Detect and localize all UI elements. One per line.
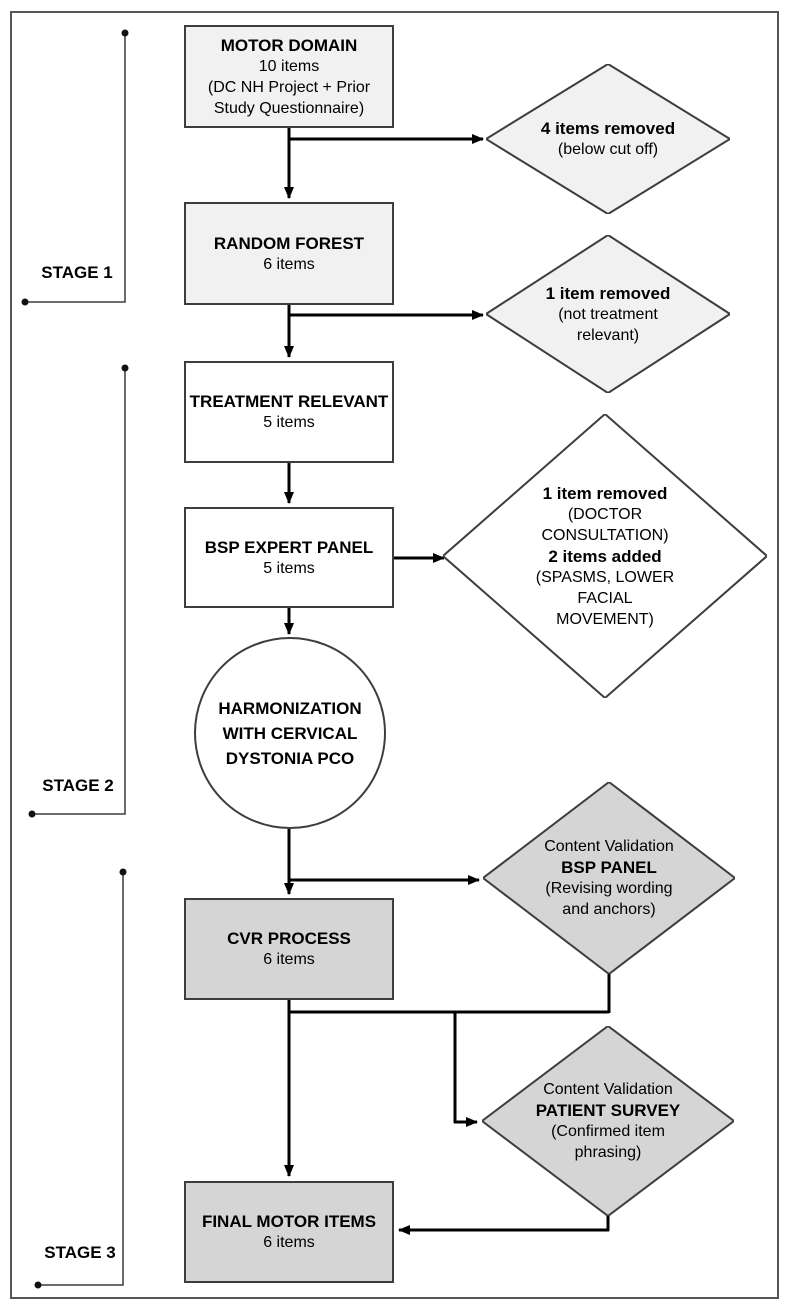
bsp-panel-line1: Content Validation xyxy=(544,838,674,855)
final-motor-items-items: 6 items xyxy=(263,1234,315,1251)
patient-survey-line1: Content Validation xyxy=(543,1081,673,1098)
node-random-forest: RANDOM FOREST 6 items xyxy=(184,202,394,305)
treatment-relevant-items: 5 items xyxy=(263,414,315,431)
motor-domain-items: 10 items xyxy=(258,57,320,75)
diamond-shape xyxy=(482,1026,734,1216)
harmonization-line1: HARMONIZATION xyxy=(218,698,362,718)
final-motor-items-title: FINAL MOTOR ITEMS xyxy=(201,1212,377,1231)
motor-domain-note-line1: (DC NH Project + Prior xyxy=(207,78,371,96)
bsp-expert-panel-title: BSP EXPERT PANEL xyxy=(204,537,374,557)
bsp-panel-title: BSP PANEL xyxy=(561,858,657,877)
diamond-item-removed-not-relevant: 1 item removed (not treatment relevant) xyxy=(486,235,730,393)
patient-survey-title: PATIENT SURVEY xyxy=(535,1101,681,1120)
diamond-items-removed-cutoff: 4 items removed (below cut off) xyxy=(486,64,730,214)
stage-1-label: STAGE 1 xyxy=(41,263,113,282)
stage-2-label: STAGE 2 xyxy=(42,776,114,795)
patient-survey-note-line1: (Confirmed item xyxy=(551,1123,665,1140)
doctor-added-line2: FACIAL xyxy=(577,589,633,607)
stage-brackets xyxy=(25,33,126,1286)
node-harmonization-circle: HARMONIZATION WITH CERVICAL DYSTONIA PCO xyxy=(194,637,386,829)
stage-3-label: STAGE 3 xyxy=(44,1243,116,1262)
diamond-content-validation-patient: Content Validation PATIENT SURVEY (Confi… xyxy=(482,1026,734,1216)
doctor-added-line1: (SPASMS, LOWER xyxy=(535,568,675,586)
cutoff-title: 4 items removed xyxy=(540,119,676,138)
outer-border xyxy=(10,11,779,1299)
diamond-shape xyxy=(486,235,730,393)
doctor-removed-line2: CONSULTATION) xyxy=(541,526,669,544)
bsp-expert-panel-items: 5 items xyxy=(263,559,315,577)
patient-survey-note-line2: phrasing) xyxy=(574,1144,642,1161)
cvr-process-title: CVR PROCESS xyxy=(227,929,351,948)
node-cvr-process: CVR PROCESS 6 items xyxy=(184,898,394,1000)
bsp-panel-note-line1: (Revising wording xyxy=(545,880,673,897)
diamond-shape xyxy=(486,64,730,214)
treatment-relevant-title: TREATMENT RELEVANT xyxy=(189,392,389,411)
not-relevant-title: 1 item removed xyxy=(545,283,671,303)
harmonization-line3: DYSTONIA PCO xyxy=(225,748,355,768)
diamond-doctor-consult-changes: 1 item removed (DOCTOR CONSULTATION) 2 i… xyxy=(443,414,767,698)
node-final-motor-items: FINAL MOTOR ITEMS 6 items xyxy=(184,1181,394,1283)
bsp-panel-note-line2: and anchors) xyxy=(562,901,656,918)
cvr-process-items: 6 items xyxy=(263,951,315,968)
diamond-shape xyxy=(443,414,767,698)
random-forest-title: RANDOM FOREST xyxy=(213,233,365,253)
motor-domain-title: MOTOR DOMAIN xyxy=(220,35,358,55)
motor-domain-note-line2: Study Questionnaire) xyxy=(213,99,365,117)
random-forest-items: 6 items xyxy=(263,255,315,273)
doctor-removed-line1: (DOCTOR xyxy=(567,505,643,523)
node-motor-domain: MOTOR DOMAIN 10 items (DC NH Project + P… xyxy=(184,25,394,128)
diamond-shape xyxy=(483,782,735,974)
doctor-added-line3: MOVEMENT) xyxy=(556,610,654,628)
doctor-removed-title: 1 item removed xyxy=(542,483,668,503)
doctor-added-title: 2 items added xyxy=(548,546,662,566)
not-relevant-note-line1: (not treatment xyxy=(558,305,658,323)
cutoff-note-line1: (below cut off) xyxy=(557,141,659,158)
harmonization-line2: WITH CERVICAL xyxy=(222,723,358,743)
node-treatment-relevant: TREATMENT RELEVANT 5 items xyxy=(184,361,394,463)
bracket-end-dots xyxy=(21,29,129,1289)
node-bsp-expert-panel: BSP EXPERT PANEL 5 items xyxy=(184,507,394,608)
diamond-content-validation-bsp: Content Validation BSP PANEL (Revising w… xyxy=(483,782,735,974)
flow-arrows xyxy=(284,128,611,1235)
not-relevant-note-line2: relevant) xyxy=(576,326,640,344)
